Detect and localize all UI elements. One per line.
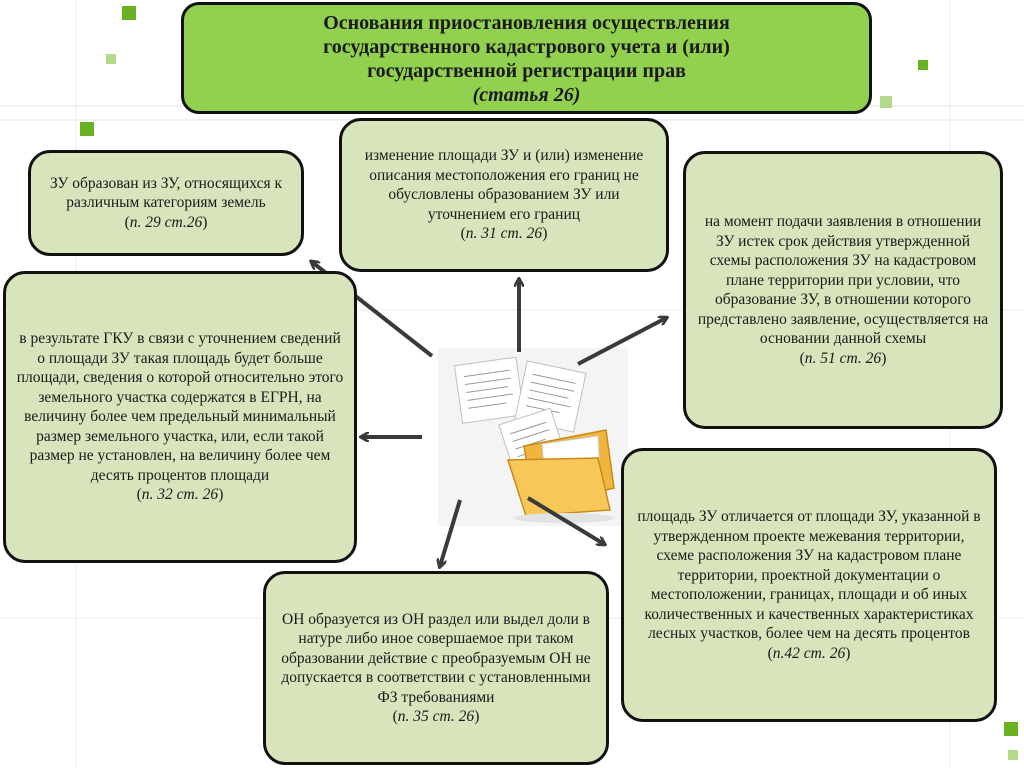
box-p42-text: площадь ЗУ отличается от площади ЗУ, ука… (637, 508, 981, 642)
title-line-1: Основания приостановления осуществления (323, 12, 730, 34)
box-p51-text: на момент подачи заявления в отношении З… (697, 213, 989, 347)
decor-square (1004, 722, 1018, 736)
box-p51-ref: п. 51 ст. 26 (804, 349, 882, 367)
title-ref: (статья 26) (472, 84, 581, 106)
title-line-3: государственной регистрации прав (367, 60, 686, 82)
decor-square (80, 122, 94, 136)
box-p31-ref: п. 31 ст. 26 (465, 225, 543, 243)
title-line-2: государственного кадастрового учета и (и… (323, 36, 730, 58)
box-p29: ЗУ образован из ЗУ, относящихся к различ… (28, 150, 304, 256)
box-p29-text: ЗУ образован из ЗУ, относящихся к различ… (49, 174, 282, 212)
box-p32-text: в результате ГКУ в связи с уточнением св… (16, 330, 344, 484)
box-p35: ОН образуется из ОН раздел или выдел дол… (263, 571, 609, 765)
box-p51: на момент подачи заявления в отношении З… (683, 151, 1003, 429)
box-p32: в результате ГКУ в связи с уточнением св… (3, 271, 357, 563)
title-box: Основания приостановления осуществления … (181, 2, 872, 114)
box-p42: площадь ЗУ отличается от площади ЗУ, ука… (621, 448, 997, 722)
box-p35-ref: п. 35 ст. 26 (397, 708, 475, 725)
box-p31-text: изменение площади ЗУ и (или) изменение о… (364, 147, 644, 223)
box-p29-ref: п. 29 ст.26 (129, 213, 203, 231)
box-p32-ref: п. 32 ст. 26 (141, 486, 219, 504)
decor-square (106, 54, 116, 64)
box-p35-text: ОН образуется из ОН раздел или выдел дол… (281, 610, 591, 706)
documents-folder-icon (438, 348, 628, 526)
box-p42-ref: п.42 ст. 26 (772, 644, 846, 662)
box-p31: изменение площади ЗУ и (или) изменение о… (339, 118, 669, 272)
decor-square (1008, 750, 1018, 760)
decor-square (122, 6, 136, 20)
decor-square (918, 60, 928, 70)
decor-square (880, 96, 892, 108)
